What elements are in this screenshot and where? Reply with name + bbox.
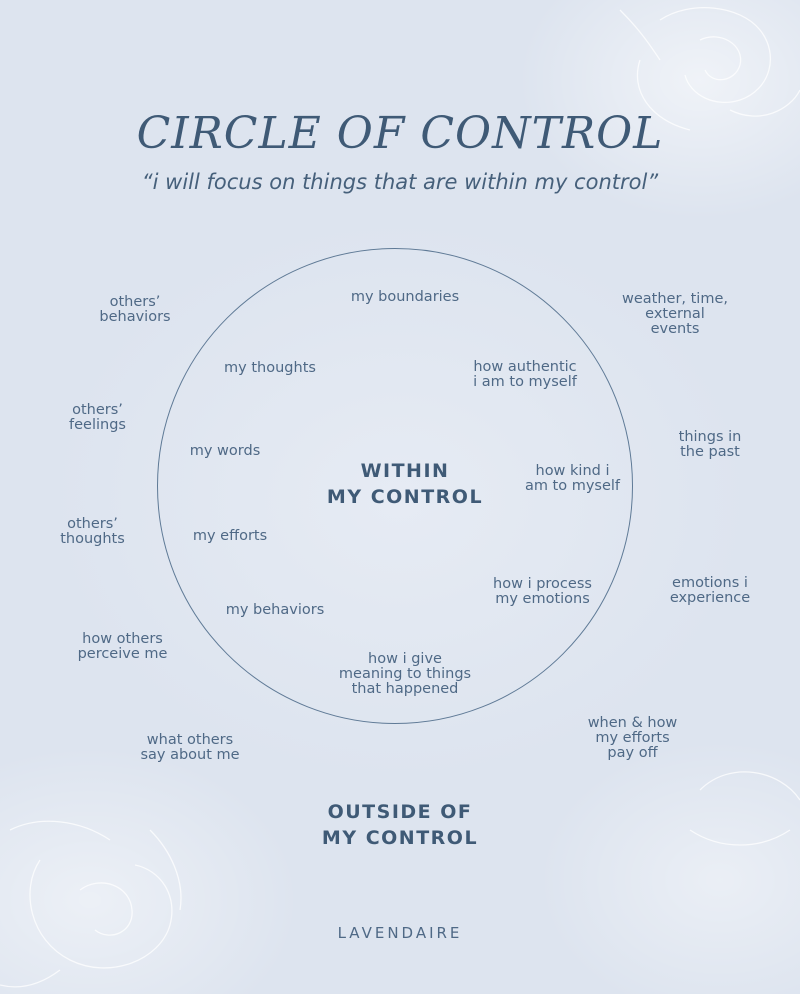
outside-item-others-perceive: how others perceive me [77, 631, 168, 662]
inside-item-process: how i process my emotions [493, 576, 592, 607]
outside-item-others-say: what others say about me [140, 732, 240, 763]
brand-logo-text: LAVENDAIRE [337, 924, 463, 942]
inside-item-meaning: how i give meaning to things that happen… [338, 651, 472, 697]
outside-item-others-thoughts: others’ thoughts [60, 516, 125, 547]
outside-item-emotions-experience: emotions i experience [669, 575, 751, 606]
outside-item-efforts-pay-off: when & how my efforts pay off [587, 715, 678, 761]
inside-item-efforts: my efforts [192, 528, 268, 544]
poster-title: CIRCLE OF CONTROL [136, 108, 664, 159]
inside-item-boundaries: my boundaries [350, 289, 460, 305]
inside-item-words: my words [189, 443, 261, 459]
outside-item-things-past: things in the past [678, 429, 742, 460]
outside-item-others-feelings: others’ feelings [69, 402, 126, 433]
inside-item-behaviors: my behaviors [225, 602, 325, 618]
poster-subtitle-quote: “i will focus on things that are within … [141, 170, 659, 194]
outside-item-weather-time-events: weather, time, external events [621, 291, 728, 337]
inside-item-thoughts: my thoughts [224, 360, 316, 376]
control-circle [157, 248, 633, 724]
outside-item-others-behaviors: others’ behaviors [99, 294, 171, 325]
outside-heading: OUTSIDE OF MY CONTROL [321, 801, 479, 849]
inside-item-authentic: how authentic i am to myself [473, 359, 577, 390]
inside-heading: WITHIN MY CONTROL [326, 460, 484, 508]
inside-item-kind: how kind i am to myself [524, 463, 621, 494]
